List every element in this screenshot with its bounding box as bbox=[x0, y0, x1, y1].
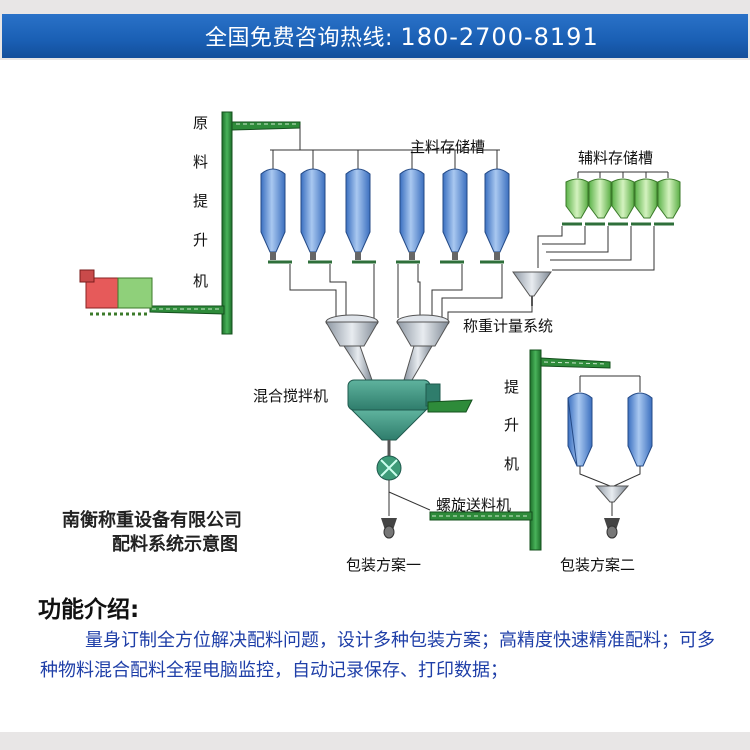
diagram-subtitle: 配料系统示意图 bbox=[112, 533, 238, 555]
aux-storage-bins bbox=[562, 178, 681, 226]
main-bin bbox=[260, 168, 286, 260]
weighing-hoppers bbox=[325, 314, 450, 381]
second-elevator bbox=[429, 349, 611, 551]
main-feed-pipes bbox=[289, 264, 503, 318]
elevator2-char-2: 升 bbox=[504, 416, 519, 434]
intro-description: 量身订制全方位解决配料问题，设计多种包装方案；高精度快速精准配料；可多种物料混合… bbox=[40, 630, 715, 681]
screw-conveyor-label: 螺旋送料机 bbox=[436, 496, 511, 514]
aux-bins-label: 辅料存储槽 bbox=[578, 149, 653, 167]
second-elevator-label: 提 升 机 bbox=[504, 378, 519, 473]
main-bin bbox=[442, 168, 468, 260]
elevator2-char-3: 机 bbox=[504, 455, 519, 473]
feeding-machine bbox=[79, 269, 153, 316]
hotline-number: 180-2700-8191 bbox=[400, 23, 599, 51]
main-bin bbox=[345, 168, 371, 260]
raw-elevator-char-1: 原 bbox=[193, 114, 208, 132]
raw-elevator-char-5: 机 bbox=[193, 272, 208, 290]
packaging-two-label: 包装方案二 bbox=[560, 556, 635, 574]
main-bin-distribution-lines bbox=[270, 125, 500, 170]
raw-elevator-char-4: 升 bbox=[193, 231, 208, 249]
packaging-two-bins bbox=[579, 375, 641, 392]
raw-elevator-label: 原 料 提 升 机 bbox=[193, 114, 208, 290]
weighing-system-label: 称重计量系统 bbox=[463, 317, 553, 335]
aux-weighing-hopper bbox=[447, 271, 552, 320]
batching-system-diagram: 原 料 提 升 机 bbox=[62, 111, 681, 574]
raw-material-elevator bbox=[149, 111, 301, 335]
aux-feed-pipes bbox=[537, 226, 655, 271]
company-name: 南衡称重设备有限公司 bbox=[62, 509, 242, 531]
aux-bin-distribution-lines bbox=[577, 171, 669, 178]
hotline-text: 全国免费咨询热线: 180-2700-8191 bbox=[205, 20, 599, 52]
header-bar: 全国免费咨询热线: 180-2700-8191 bbox=[0, 0, 750, 60]
intro-title: 功能介绍: bbox=[38, 597, 140, 623]
packaging-one-label: 包装方案一 bbox=[346, 556, 421, 574]
elevator2-char-1: 提 bbox=[504, 378, 519, 396]
raw-elevator-char-2: 料 bbox=[193, 153, 208, 171]
packaging-two-silos bbox=[567, 392, 653, 539]
main-bins-label: 主料存储槽 bbox=[410, 138, 485, 156]
main-bin bbox=[484, 168, 510, 260]
hotline-banner bbox=[2, 14, 748, 58]
mixer-label: 混合搅拌机 bbox=[253, 387, 328, 405]
main-bin bbox=[300, 168, 326, 260]
main-storage-bins bbox=[260, 168, 510, 264]
hotline-label: 全国免费咨询热线: bbox=[205, 26, 393, 51]
mixer bbox=[347, 379, 473, 539]
raw-elevator-char-3: 提 bbox=[193, 192, 208, 210]
footer-bar bbox=[0, 732, 750, 750]
main-bin bbox=[399, 168, 425, 260]
